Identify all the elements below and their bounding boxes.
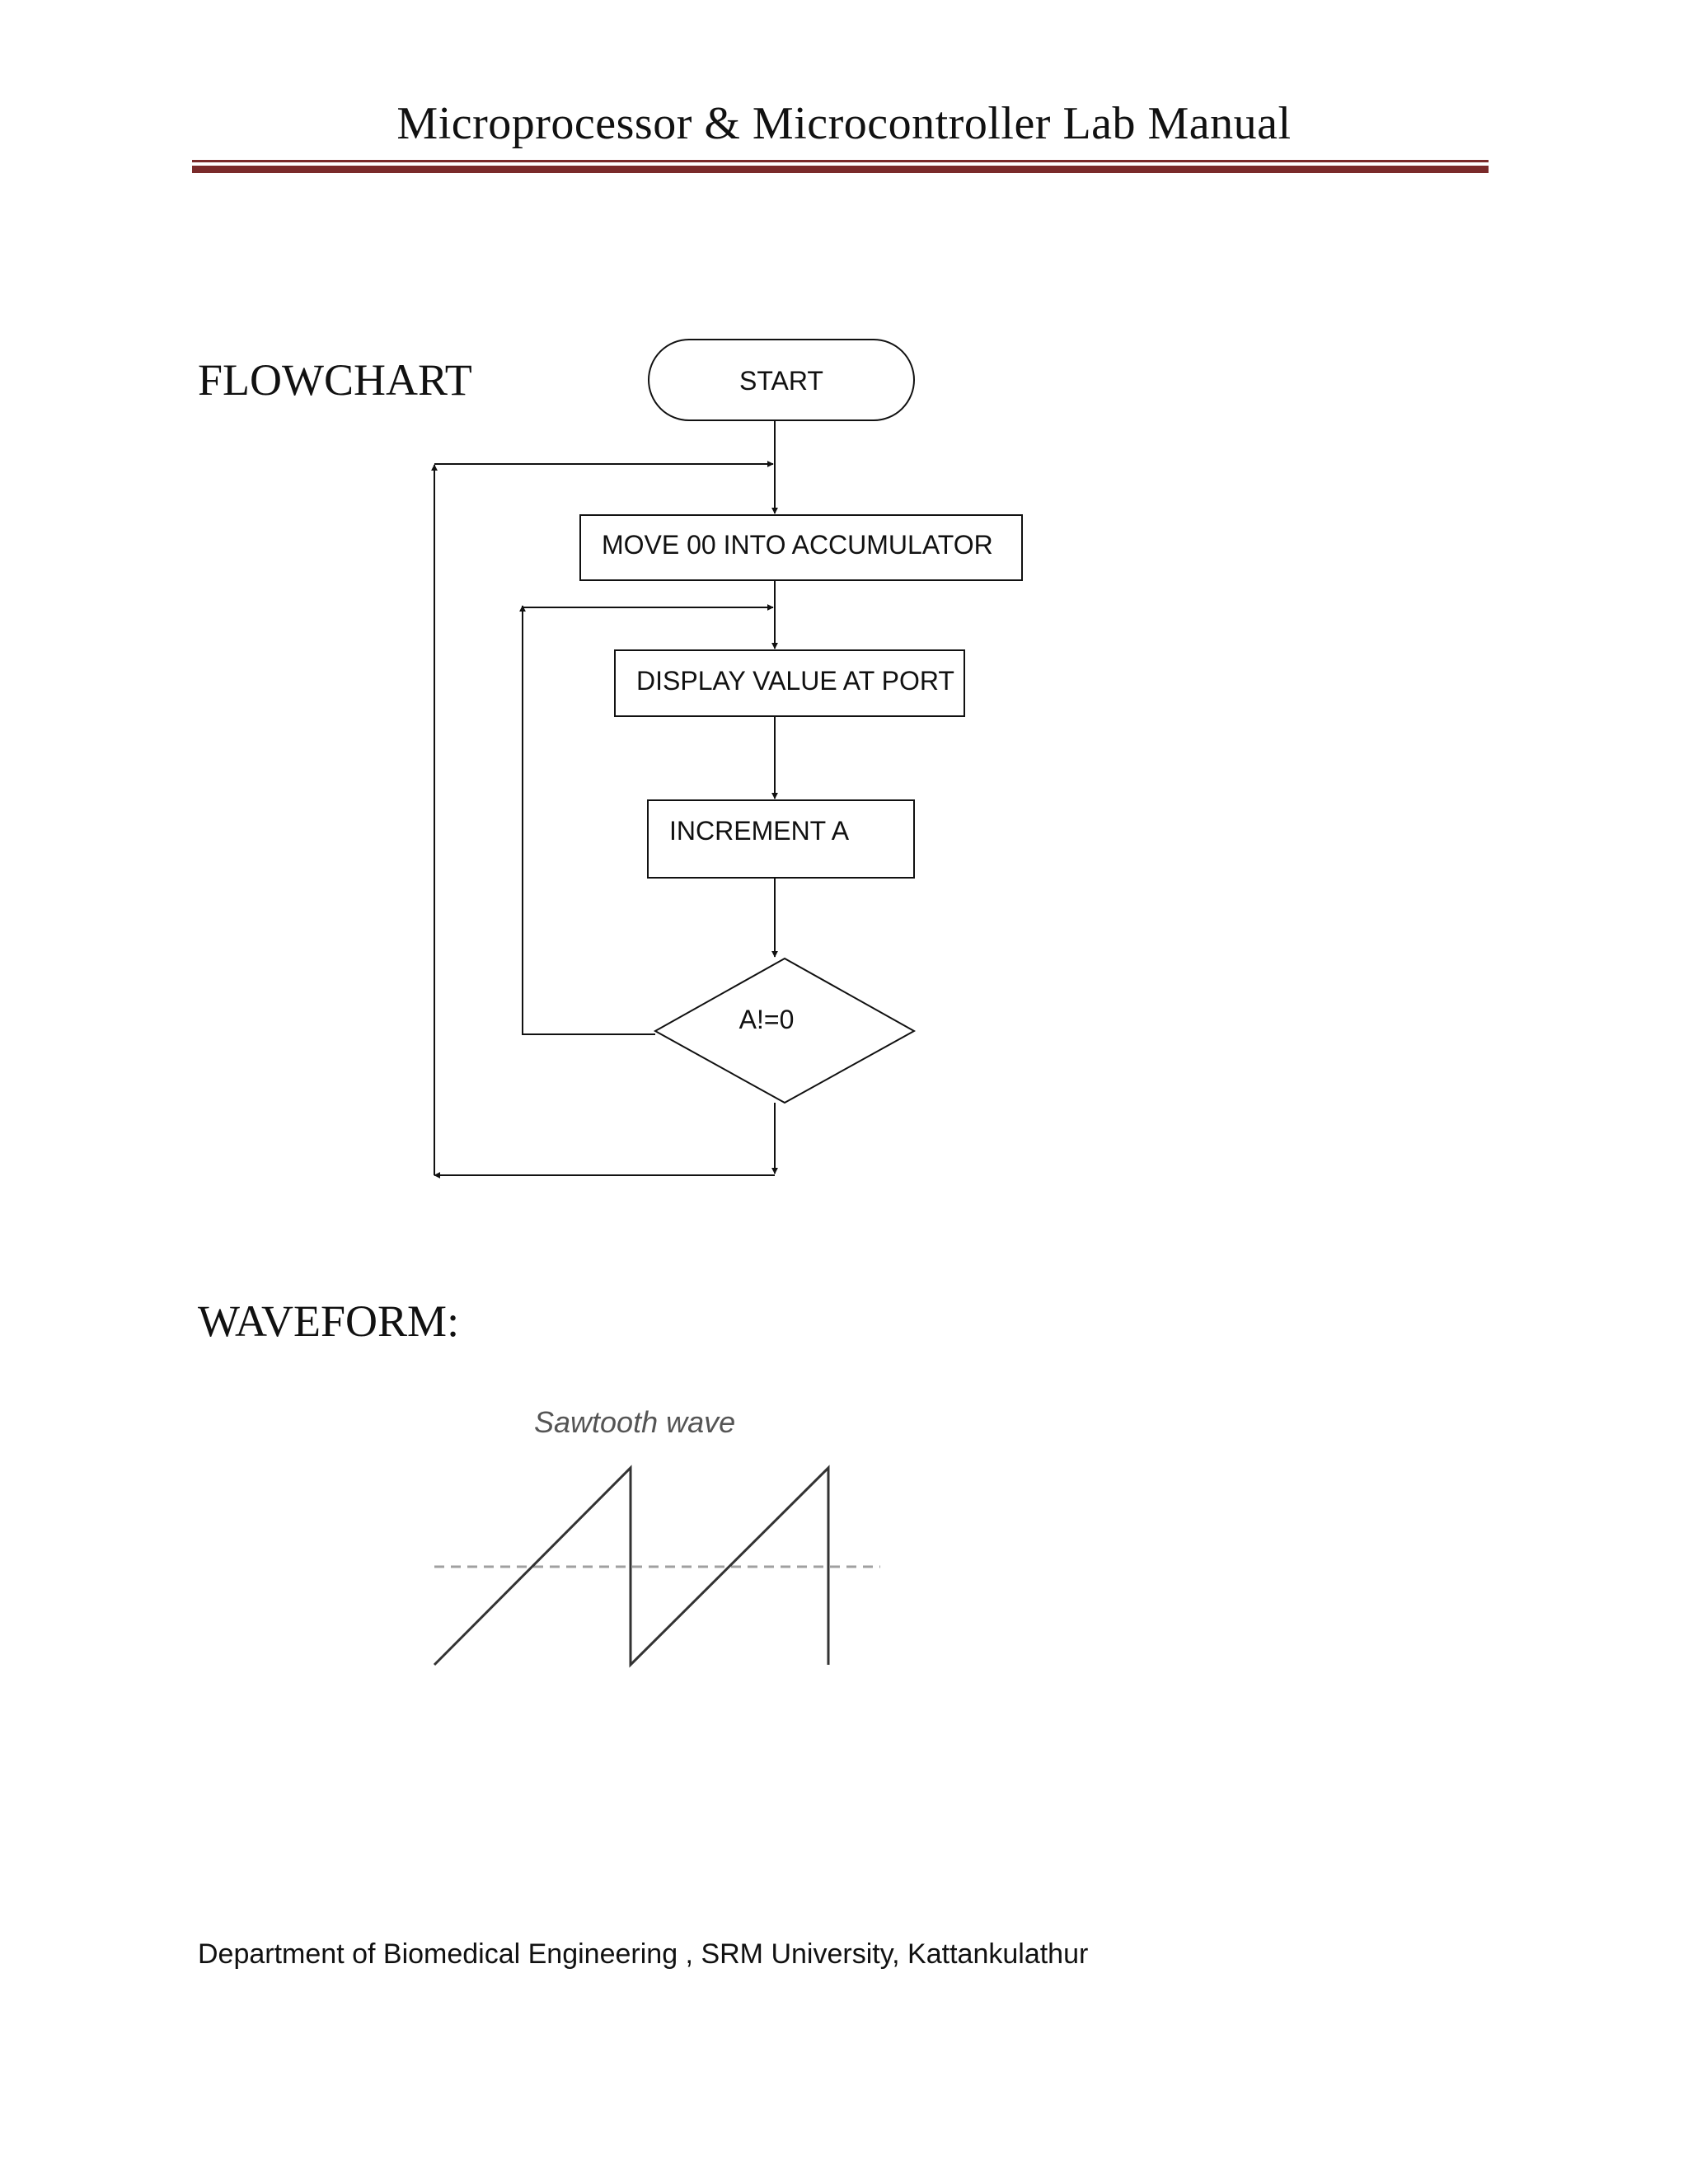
flowchart-connectors xyxy=(431,420,778,1179)
page-header-title: Microprocessor & Microcontroller Lab Man… xyxy=(396,98,1292,149)
sawtooth-waveform: Sawtooth wave xyxy=(433,1405,880,1668)
increment-box xyxy=(647,799,915,879)
increment-label: INCREMENT A xyxy=(669,816,850,846)
start-terminator xyxy=(648,339,915,421)
move-label: MOVE 00 INTO ACCUMULATOR xyxy=(602,530,993,560)
waveform-heading: WAVEFORM: xyxy=(198,1296,460,1346)
header-rule-thick xyxy=(192,166,1489,173)
waveform-line xyxy=(433,1465,830,1668)
flowchart-nodes: START MOVE 00 INTO ACCUMULATOR DISPLAY V… xyxy=(579,339,1023,1104)
decision-label: A!=0 xyxy=(739,1005,795,1034)
waveform-title: Sawtooth wave xyxy=(534,1405,735,1439)
decision-diamond xyxy=(653,957,917,1104)
start-label: START xyxy=(739,366,823,396)
display-label: DISPLAY VALUE AT PORT xyxy=(636,666,954,696)
move-box xyxy=(579,514,1023,581)
page-footer: Department of Biomedical Engineering , S… xyxy=(198,1938,1089,1970)
inner-loop-path xyxy=(522,607,655,1035)
flowchart-heading: FLOWCHART xyxy=(198,355,472,405)
header-rule-thin xyxy=(192,160,1489,162)
display-box xyxy=(614,649,965,717)
